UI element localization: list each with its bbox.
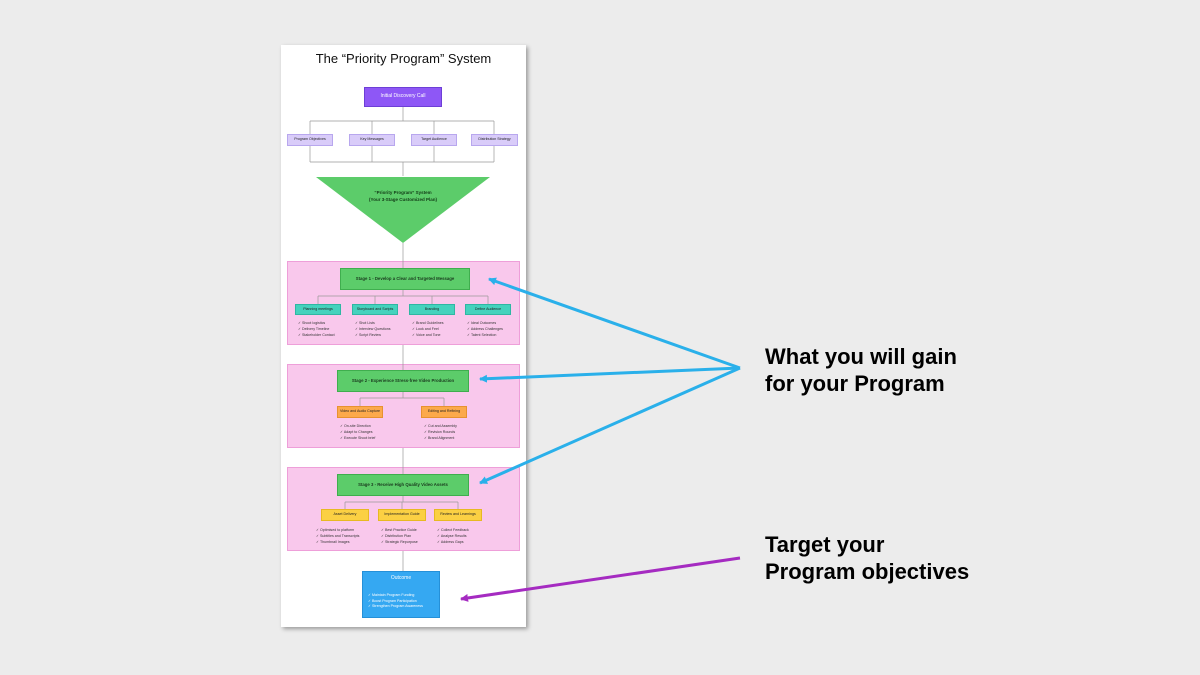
stage2-col-label: Video and Audio Capture [337, 406, 383, 418]
stage1-title: Stage 1 - Develop a Clear and Targeted M… [340, 268, 470, 290]
target-caption: Target your Program objectives [765, 532, 970, 584]
stage1-col-label: Planning meetings [295, 304, 341, 315]
input-box: Distribution Strategy [471, 134, 518, 146]
input-box: Program Objectives [287, 134, 333, 146]
discovery-call-box: Initial Discovery Call [364, 87, 442, 107]
stage3-title: Stage 3 - Receive High Quality Video Ass… [337, 474, 469, 496]
system-triangle-label: “Priority Program” System (Your 3-Stage … [369, 190, 437, 202]
gain-arrows [479, 277, 741, 485]
input-box: Target Audience [411, 134, 457, 146]
system-triangle [316, 177, 490, 243]
stage3-col-label: Asset Delivery [321, 509, 369, 521]
stage2-checklist: Cut and Assembly Revision Rounds Brand A… [424, 423, 457, 441]
stage2-col-label: Editing and Refining [421, 406, 467, 418]
stage1-col-label: Storyboard and Scripts [352, 304, 398, 315]
stage2-checklist: On-site Direction Adapt to Changes Execu… [340, 423, 376, 441]
stage1-col-label: Branding [409, 304, 455, 315]
outcome-title: Outcome [390, 575, 412, 581]
stage1-col-label: Define Audience [465, 304, 511, 315]
outcome-checklist: Maintain Program Funding Boost Program P… [368, 593, 423, 610]
input-box: Key Messages [349, 134, 395, 146]
stage1-checklist: Brand Guidelines Look and Feel Voice and… [412, 320, 444, 338]
target-arrow [460, 556, 741, 602]
stage3-col-label: Implementation Guide [378, 509, 426, 521]
stage1-checklist: Ideal Outcomes Address Challenges Talent… [467, 320, 503, 338]
stage1-checklist: Shoot logistics Delivery Timeline Stakeh… [298, 320, 335, 338]
stage3-checklist: Optimised to platform Subtitles and Tran… [316, 527, 359, 545]
stage3-checklist: Collect Feedback Analyse Results Address… [437, 527, 469, 545]
stage3-checklist: Best Practice Guide Distribution Plan St… [381, 527, 418, 545]
stage2-title: Stage 2 - Experience Stress-free Video P… [337, 370, 469, 392]
gain-caption: What you will gain for your Program [765, 344, 957, 396]
diagram-title: The “Priority Program” System [315, 51, 492, 66]
stage3-col-label: Review and Learnings [434, 509, 482, 521]
stage1-checklist: Shot Lists Interview Questions Script Re… [355, 320, 391, 338]
